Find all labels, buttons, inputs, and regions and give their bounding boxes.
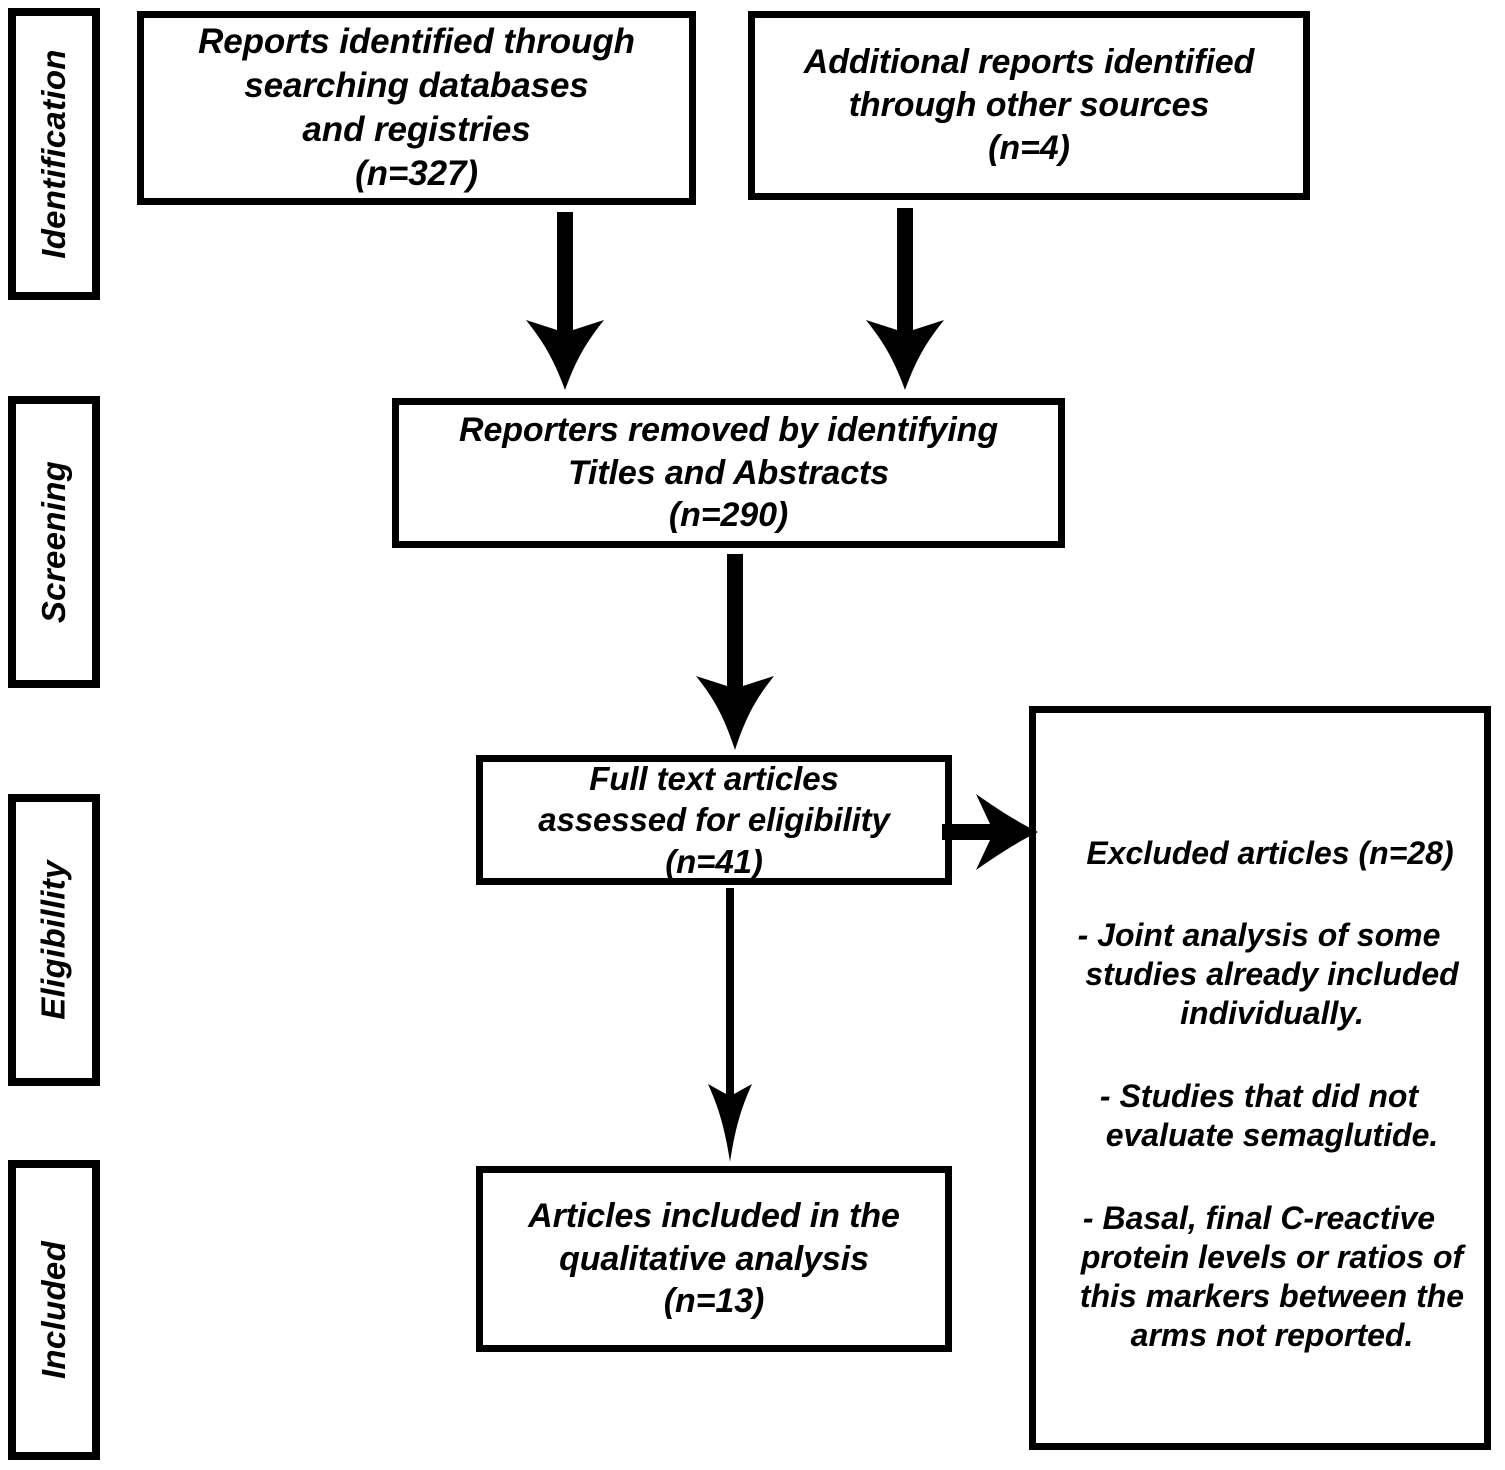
- box-additional-reports-other-sources: Additional reports identified through ot…: [748, 11, 1310, 200]
- box-reporters-removed-text: Reporters removed by identifying Titles …: [458, 410, 999, 535]
- box-reports-identified-databases: Reports identified through searching dat…: [137, 11, 696, 205]
- box-full-text-assessed-text: Full text articles assessed for eligibil…: [538, 759, 890, 880]
- stage-label-included: Included: [8, 1160, 100, 1460]
- arrow-screening-to-fulltext: [690, 554, 780, 750]
- arrow-identified-to-screening: [520, 212, 610, 390]
- excluded-reason-item: - Studies that did not evaluate semaglut…: [1099, 1078, 1439, 1154]
- excluded-reason-item: - Basal, final C-reactive protein levels…: [1079, 1200, 1465, 1354]
- box-full-text-assessed: Full text articles assessed for eligibil…: [476, 755, 952, 885]
- stage-label-eligibility-text: Eligibillity: [35, 860, 73, 1020]
- box-articles-included: Articles included in the qualitative ana…: [476, 1166, 952, 1352]
- box-reporters-removed: Reporters removed by identifying Titles …: [392, 398, 1065, 548]
- box-additional-reports-other-sources-text: Additional reports identified through ot…: [803, 43, 1255, 167]
- arrow-fulltext-to-included: [700, 888, 760, 1162]
- excluded-reason-item: - Joint analysis of some studies already…: [1077, 917, 1459, 1032]
- box-articles-included-text: Articles included in the qualitative ana…: [528, 1196, 900, 1321]
- box-reports-identified-databases-text: Reports identified through searching dat…: [198, 21, 635, 194]
- arrow-fulltext-to-excluded: [942, 786, 1038, 878]
- excluded-articles-title: Excluded articles (n=28): [1086, 835, 1454, 871]
- stage-label-eligibility: Eligibillity: [8, 794, 100, 1086]
- stage-label-identification-text: Identification: [35, 49, 73, 259]
- stage-label-screening-text: Screening: [35, 460, 73, 624]
- stage-label-screening: Screening: [8, 396, 100, 688]
- stage-label-identification: Identification: [8, 8, 100, 300]
- stage-label-included-text: Included: [35, 1240, 73, 1380]
- box-excluded-articles: Excluded articles (n=28) - Joint analysi…: [1029, 706, 1491, 1450]
- arrow-additional-to-screening: [860, 208, 950, 390]
